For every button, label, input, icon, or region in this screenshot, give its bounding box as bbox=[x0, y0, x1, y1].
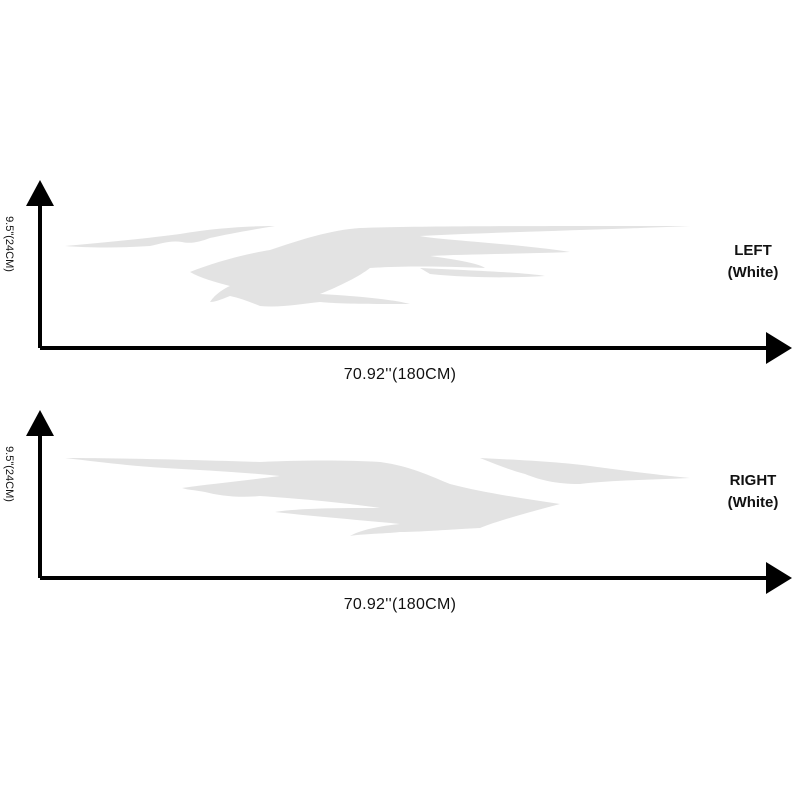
left-side-label: LEFT (White) bbox=[708, 240, 798, 284]
left-axes bbox=[26, 180, 792, 364]
right-width-label: 70.92''(180CM) bbox=[343, 596, 457, 613]
right-decal-silhouette bbox=[65, 458, 690, 536]
right-side-title: RIGHT bbox=[729, 472, 777, 489]
left-width-label: 70.92''(180CM) bbox=[343, 366, 457, 383]
left-dimension-diagram bbox=[26, 180, 792, 364]
right-dimension-diagram bbox=[26, 410, 792, 594]
right-arrow-icon bbox=[766, 332, 792, 364]
left-height-label: 9.5"(24CM) bbox=[3, 216, 15, 272]
left-decal-silhouette bbox=[65, 226, 690, 307]
up-arrow-icon bbox=[26, 180, 54, 206]
right-height-label: 9.5"(24CM) bbox=[3, 446, 15, 502]
right-arrow-icon bbox=[766, 562, 792, 594]
up-arrow-icon bbox=[26, 410, 54, 436]
right-color-note: (White) bbox=[727, 494, 779, 511]
right-side-label: RIGHT (White) bbox=[708, 470, 798, 514]
left-decal-panel: 9.5"(24CM) 70.92''(180CM) LEFT (White) bbox=[0, 170, 800, 400]
right-decal-panel: 9.5"(24CM) 70.92''(180CM) RIGHT (White) bbox=[0, 400, 800, 630]
left-side-title: LEFT bbox=[734, 242, 772, 259]
right-axes bbox=[26, 410, 792, 594]
left-color-note: (White) bbox=[727, 264, 779, 281]
